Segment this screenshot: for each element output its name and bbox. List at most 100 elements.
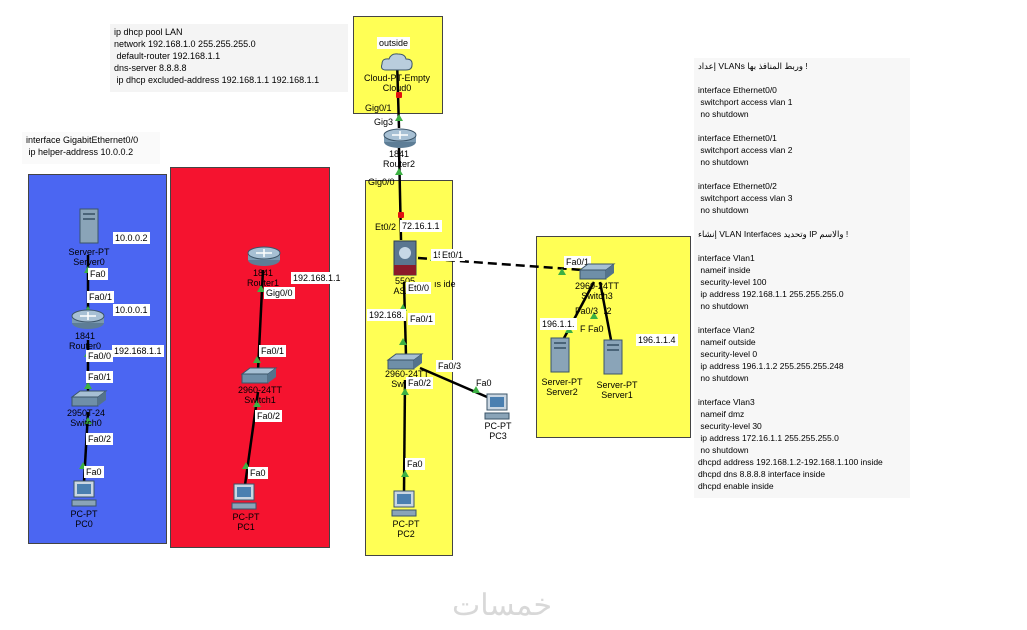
server0-ip: 10.0.0.2 <box>113 232 150 244</box>
server2-ip: 196.1.1. <box>540 318 577 330</box>
switch-icon <box>386 353 424 370</box>
switch2[interactable] <box>386 352 424 374</box>
asa0[interactable] <box>393 240 417 278</box>
pc1-port: Fa0 <box>248 467 268 479</box>
router-icon <box>71 309 105 329</box>
pc-icon <box>484 393 510 420</box>
pc-icon <box>71 480 97 507</box>
router0-ip-right: 192.168.1.1 <box>112 345 164 357</box>
server-icon <box>550 337 570 373</box>
port-down-indicator <box>398 212 404 218</box>
firewall-icon <box>393 240 417 276</box>
helper-address-note: interface GigabitEthernet0/0 ip helper-a… <box>22 132 160 164</box>
asa-inside-ip: 192.168. <box>367 309 407 321</box>
switch2-port-down: Fa0/2 <box>406 377 434 389</box>
switch3-port-srv1: /2 <box>604 306 612 316</box>
switch1-port-up: Fa0/1 <box>259 345 287 357</box>
pc3[interactable] <box>484 393 510 423</box>
switch1[interactable] <box>240 366 278 388</box>
switch-icon <box>70 390 108 407</box>
server2[interactable] <box>550 337 570 375</box>
router2-port-up: Gig3 <box>374 117 394 127</box>
port-down-indicator <box>396 92 402 98</box>
port-indicator <box>84 417 92 424</box>
pc1[interactable] <box>231 483 257 513</box>
port-indicator <box>79 462 87 469</box>
pc0[interactable] <box>71 480 97 510</box>
switch1-port-down: Fa0/2 <box>255 410 283 422</box>
router0-ip-left: 10.0.0.1 <box>113 304 150 316</box>
router1-port: Gig0/0 <box>264 287 295 299</box>
asa-dmz-ip: 72.16.1.1 <box>400 220 442 232</box>
cloud0[interactable] <box>380 52 414 74</box>
switch0-port-up: Fa0/1 <box>86 371 114 383</box>
cloud-port: Gig0/1 <box>365 103 392 113</box>
asa-port-dmz: Et0/2 <box>375 222 397 232</box>
pc2-port: Fa0 <box>405 458 425 470</box>
port-indicator <box>257 285 265 292</box>
router2-port-down: Gig0/0 <box>368 177 395 187</box>
link-switch2-pc3 <box>419 366 495 402</box>
router0[interactable] <box>70 307 106 333</box>
switch2-port-up: Fa0/1 <box>408 313 436 325</box>
port-indicator <box>590 312 598 319</box>
server0-port: Fa0 <box>88 268 108 280</box>
cloud-outside-label: outside <box>377 37 411 49</box>
dhcp-pool-note: ip dhcp pool LAN network 192.168.1.0 255… <box>110 24 348 92</box>
pc2[interactable] <box>391 490 417 520</box>
pc0-port: Fa0 <box>84 466 104 478</box>
port-indicator <box>558 268 566 275</box>
switch3-port-up: Fa0/1 <box>564 256 592 268</box>
switch0[interactable] <box>70 389 108 411</box>
port-indicator <box>242 462 250 469</box>
router-icon <box>247 246 281 266</box>
router1[interactable] <box>246 244 282 270</box>
port-indicator <box>401 470 409 477</box>
server1-ip: 196.1.1.4 <box>636 334 678 346</box>
watermark: خمسات <box>452 589 553 622</box>
router1-ip: 192.168.1.1 <box>291 272 343 284</box>
router0-port-up: Fa0/1 <box>87 291 115 303</box>
asa-port-outside: Et0/1 <box>440 249 466 261</box>
switch3-port-srv2: Fa0/3 <box>575 306 599 316</box>
port-indicator <box>395 168 403 175</box>
port-indicator <box>399 338 407 345</box>
router0-port-down: Fa0/0 <box>86 350 114 362</box>
switch-icon <box>240 367 278 384</box>
switch3[interactable] <box>578 262 616 284</box>
cloud-icon <box>381 53 413 71</box>
port-indicator <box>84 382 92 389</box>
switch0-port-down: Fa0/2 <box>86 433 114 445</box>
server0[interactable] <box>79 208 99 246</box>
link-switch3-server1 <box>598 281 613 341</box>
switch2-port-pc3: Fa0/3 <box>436 360 464 372</box>
pc3-port: Fa0 <box>476 378 492 388</box>
asa-config-note: إعداد VLANs وربط المنافذ بها ! interface… <box>694 58 910 498</box>
port-indicator <box>253 400 261 407</box>
router2[interactable] <box>382 126 418 152</box>
switch-icon <box>578 263 616 280</box>
asa-port-inside: Et0/0 <box>406 282 432 294</box>
port-indicator <box>472 386 480 393</box>
pc-icon <box>231 483 257 510</box>
router-icon <box>383 128 417 148</box>
port-indicator <box>401 388 409 395</box>
asa-inside-name: ıs ide <box>434 279 456 289</box>
server2-port: F Fa0 <box>580 324 604 334</box>
server1[interactable] <box>603 339 623 377</box>
